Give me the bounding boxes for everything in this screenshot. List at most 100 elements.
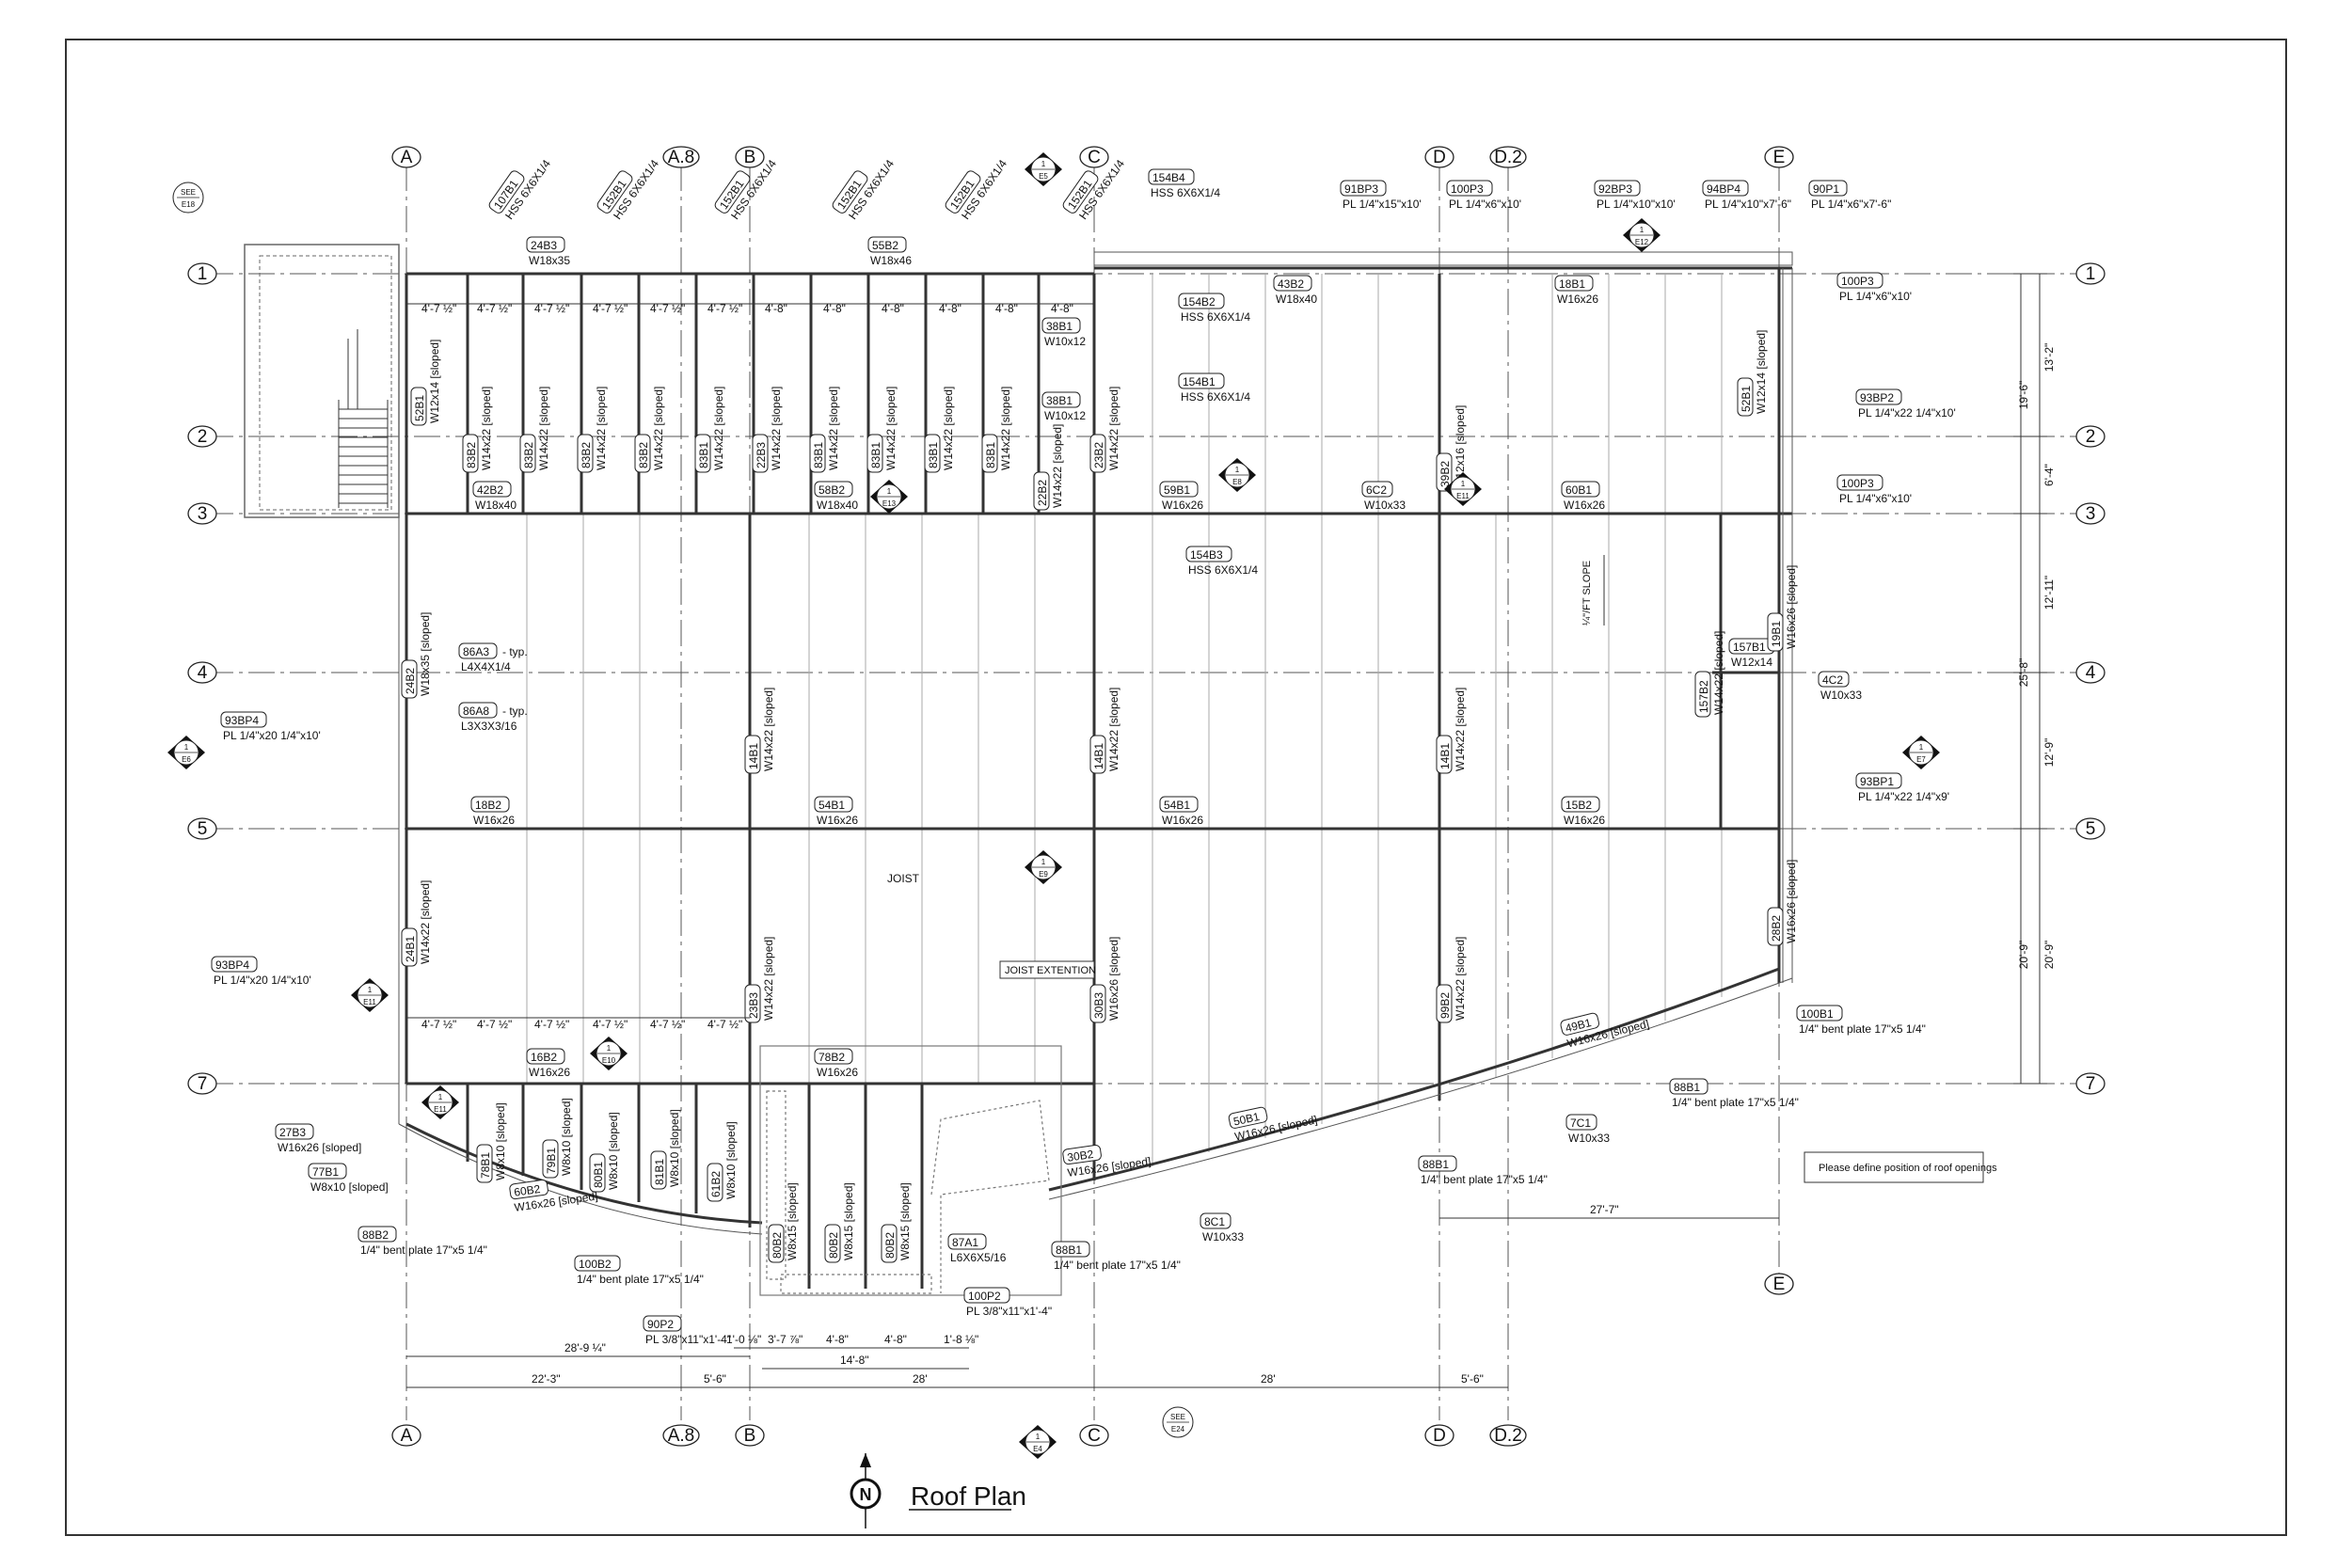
member-tag-id: 50B1 — [1232, 1110, 1262, 1129]
vertical-tag-id: 83B2 — [522, 442, 535, 468]
member-size: HSS 6X6X1/4 — [1188, 563, 1258, 577]
grid-bubble-row-left-label: 5 — [198, 819, 208, 839]
member-size: L6X6X5/16 — [950, 1251, 1007, 1264]
member-tag-id: 86A3 — [463, 645, 489, 658]
section-ref-sheet: E4 — [1033, 1445, 1042, 1453]
grid-lines — [207, 165, 2079, 1420]
grid-bubble-col-bottom: C — [1079, 1424, 1109, 1447]
member-tag-suffix: - typ. — [502, 645, 528, 658]
member-tag-id: 157B1 — [1733, 641, 1766, 654]
member-tag: 86A3- typ.L4X4X1/4 — [458, 642, 528, 673]
grid-bubble-col-bottom-label: D.2 — [1494, 1426, 1522, 1446]
member-size: W10x33 — [1202, 1230, 1244, 1243]
vertical-tag-id: 83B1 — [984, 442, 997, 468]
member-tag-id: 88B1 — [1056, 1243, 1082, 1257]
member-size: PL 1/4"x6"x10' — [1839, 492, 1912, 505]
section-ref-sheet: E8 — [1232, 478, 1242, 486]
vertical-tag-id: 83B1 — [812, 442, 825, 468]
section-ref-sheet: E5 — [1039, 172, 1048, 181]
dimension-text: 27'-7" 28'-9 ¼" 22'-3" 5'-6" 28' 28' 5'-… — [532, 1203, 1619, 1386]
member-tag-id: 100P2 — [968, 1290, 1001, 1303]
vertical-tag-id: 14B1 — [747, 743, 760, 769]
member-size: PL 1/4"x15"x10' — [1343, 198, 1422, 211]
member-tag-id: 92BP3 — [1598, 182, 1632, 196]
member-size: PL 1/4"x20 1/4"x10' — [223, 729, 321, 742]
member-size: 1/4" bent plate 17"x5 1/4" — [360, 1243, 487, 1257]
member-tag-id: 94BP4 — [1707, 182, 1740, 196]
dim-op5: 1'-8 ⅛" — [944, 1333, 978, 1346]
section-ref-sheet: E13 — [882, 499, 897, 508]
vertical-tag-id: 80B1 — [592, 1162, 605, 1188]
dim-c-d: 28' — [1261, 1372, 1276, 1386]
member-size: W8x10 [sloped] — [310, 1180, 389, 1194]
grid-bubble-col-bottom-label: A.8 — [668, 1426, 695, 1446]
section-ref-num: 1 — [1461, 480, 1466, 488]
vertical-tag-id: 81B1 — [653, 1159, 666, 1185]
member-tag-id: 77B1 — [312, 1165, 339, 1179]
grid-bubble-col-bottom: D — [1424, 1424, 1454, 1447]
bay-dim-lower: 4'-7 ½" — [593, 1018, 628, 1031]
section-ref-num: SEE — [1170, 1413, 1185, 1421]
member-size: W10x33 — [1568, 1132, 1610, 1145]
member-tag-id: 100P3 — [1451, 182, 1484, 196]
grid-bubble-col-bottom: D.2 — [1489, 1424, 1527, 1447]
dim-27-7: 27'-7" — [1590, 1203, 1619, 1216]
section-ref-symbol: 1E8 — [1218, 458, 1256, 492]
member-size: W16x26 — [1564, 814, 1605, 827]
grid-bubble-col-top-label: D — [1433, 148, 1446, 167]
member-tag-id: 86A8 — [463, 705, 489, 718]
dim-opening-total: 14'-8" — [840, 1354, 869, 1367]
section-ref-sheet: E24 — [1171, 1425, 1185, 1433]
vertical-tag-id: 83B2 — [637, 442, 650, 468]
grid-bubble-col-top: E — [1764, 146, 1794, 168]
member-size: 1/4" bent plate 17"x5 1/4" — [577, 1273, 704, 1286]
vertical-tag-id: 80B2 — [771, 1232, 784, 1259]
vertical-tag-id: 83B1 — [869, 442, 882, 468]
bay-dim-top: 4'-7 ½" — [534, 302, 569, 315]
member-tag-id: 87A1 — [952, 1236, 978, 1249]
vertical-size: W14x22 [sloped] — [712, 387, 725, 470]
member-tag-id: 43B2 — [1278, 277, 1304, 291]
grid-bubble-col-bottom-label: A — [401, 1426, 413, 1446]
member-size: 1/4" bent plate 17"x5 1/4" — [1672, 1096, 1799, 1109]
section-ref-num: 1 — [438, 1093, 443, 1101]
grid-bubble-col-top: A — [391, 146, 421, 168]
dimension-lines — [406, 273, 2047, 1388]
grid-bubble-col-bottom-label: C — [1088, 1426, 1101, 1446]
vertical-size: W8x10 [sloped] — [560, 1098, 573, 1176]
member-size: W18x40 — [1276, 293, 1317, 306]
member-tag-id: 88B2 — [362, 1228, 389, 1242]
member-size: 1/4" bent plate 17"x5 1/4" — [1421, 1173, 1548, 1186]
